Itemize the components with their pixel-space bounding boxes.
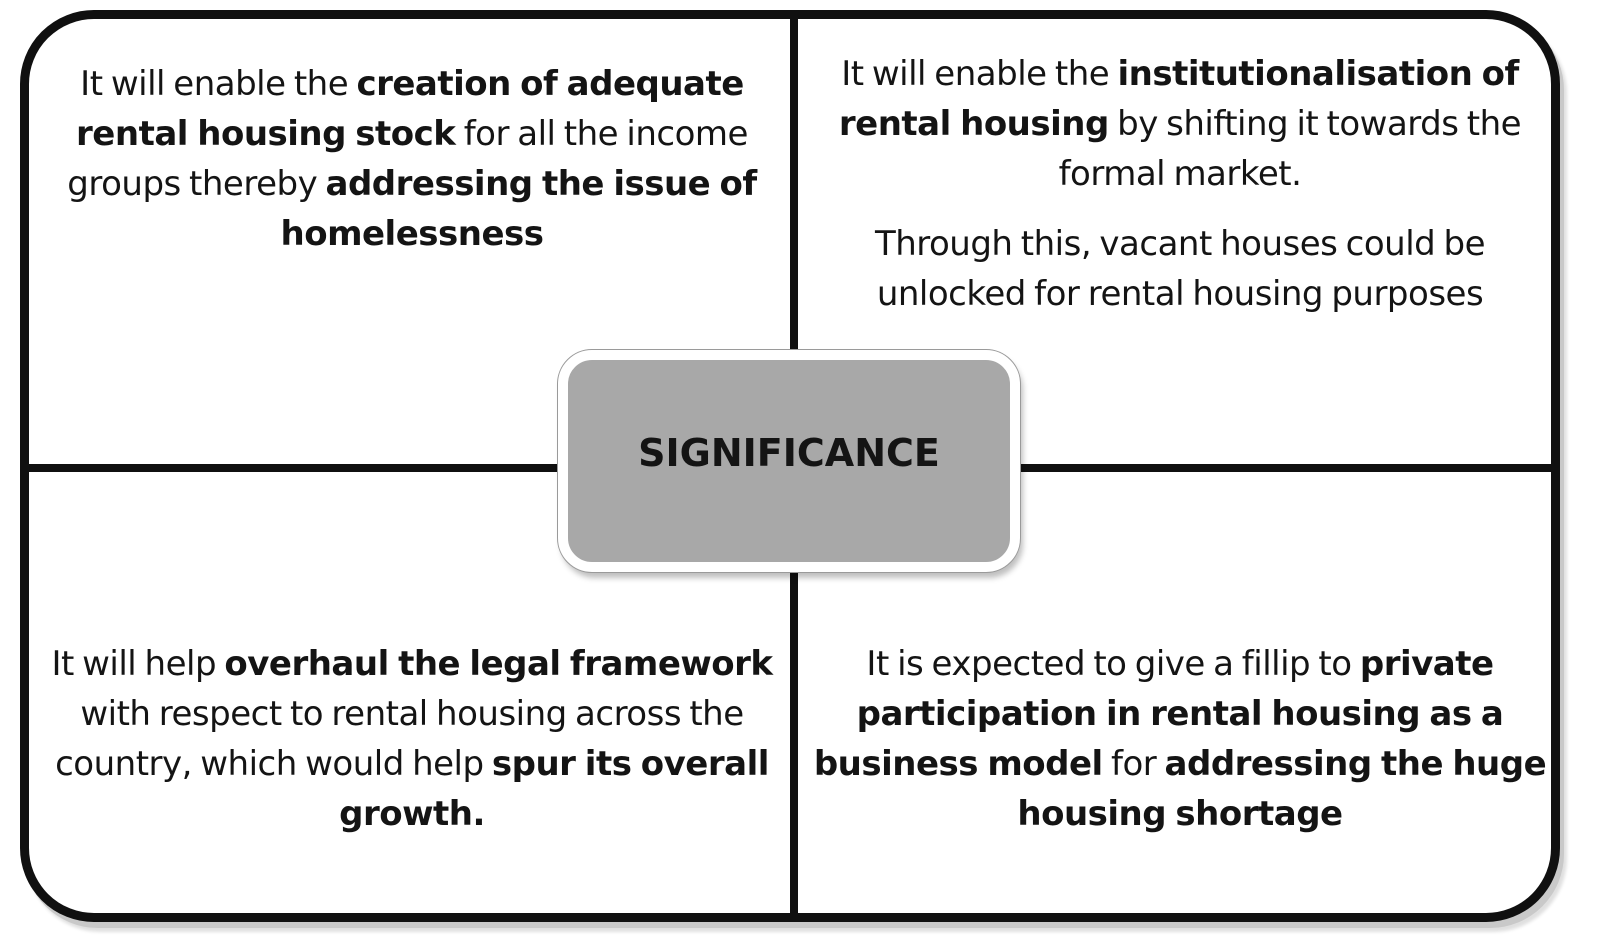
quadrant-top-right-text-2: Through this, vacant houses could be unl… xyxy=(809,219,1551,319)
quad-br-seg-2: for xyxy=(1102,744,1165,784)
quadrant-bottom-right: It is expected to give a fillip to priva… xyxy=(809,639,1551,839)
quadrant-top-right-text: It will enable the institutionalisation … xyxy=(809,49,1551,199)
quadrant-bottom-right-text: It is expected to give a fillip to priva… xyxy=(809,639,1551,839)
diagram-frame: It will enable the creation of adequate … xyxy=(20,10,1560,922)
quadrant-bottom-left-text: It will help overhaul the legal framewor… xyxy=(39,639,785,839)
quad-tr-seg-2: by shifting it towards the formal market… xyxy=(1058,104,1522,194)
quad-tr-seg-0: It will enable the xyxy=(841,54,1118,94)
quad-br-seg-1: private participation in rental housing … xyxy=(813,644,1504,784)
quadrant-top-right: It will enable the institutionalisation … xyxy=(809,49,1551,319)
quad-br-seg-0: It is expected to give a fillip to xyxy=(866,644,1360,684)
quad-bl-seg-3: spur its overall growth. xyxy=(339,744,769,834)
quadrant-top-left: It will enable the creation of adequate … xyxy=(39,59,785,259)
quad-bl-seg-2: with respect to rental housing across th… xyxy=(55,694,744,784)
quadrant-top-left-text: It will enable the creation of adequate … xyxy=(39,59,785,259)
quad-tl-seg-2: for all the income groups thereby xyxy=(67,114,748,204)
quad-tl-seg-0: It will enable the xyxy=(80,64,357,104)
center-box: SIGNIFICANCE xyxy=(558,350,1020,572)
quad-tr-seg-1: institutionalisation of rental housing xyxy=(838,54,1519,144)
quad-bl-seg-1: overhaul the legal framework xyxy=(224,644,773,684)
quad-tr-seg2-0: Through this, vacant houses could be unl… xyxy=(874,224,1486,314)
quad-tl-seg-1: creation of adequate rental housing stoc… xyxy=(76,64,744,154)
quadrant-bottom-left: It will help overhaul the legal framewor… xyxy=(39,639,785,839)
center-label: SIGNIFICANCE xyxy=(638,431,940,475)
quad-tl-seg-3: addressing the issue of homelessness xyxy=(280,164,758,254)
quad-bl-seg-0: It will help xyxy=(51,644,225,684)
quad-br-seg-3: addressing the huge housing shortage xyxy=(1017,744,1547,834)
